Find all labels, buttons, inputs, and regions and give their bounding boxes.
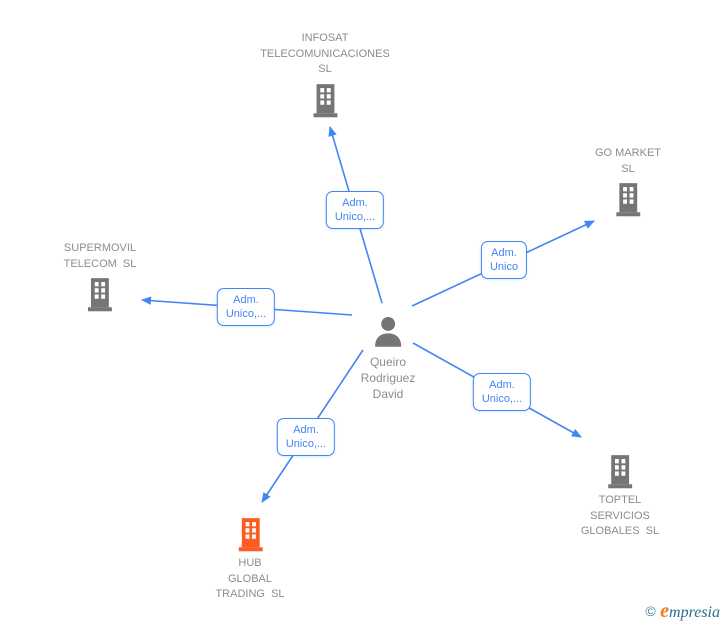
building-icon xyxy=(612,181,644,217)
edge-label-infosat[interactable]: Adm. Unico,... xyxy=(325,191,385,229)
company-name: SUPERMOVIL TELECOM SL xyxy=(64,241,137,272)
edge-label-supermovil[interactable]: Adm. Unico,... xyxy=(216,288,276,326)
edge-label-text: Adm. xyxy=(489,379,515,391)
empresia-logo[interactable]: © empresia xyxy=(645,600,720,623)
node-supermovil[interactable]: SUPERMOVIL TELECOM SL xyxy=(64,241,137,316)
building-icon xyxy=(234,516,266,552)
edge-label-text: Adm. xyxy=(293,424,319,436)
node-infosat[interactable]: INFOSAT TELECOMUNICACIONES SL xyxy=(260,31,390,122)
node-name-line: INFOSAT xyxy=(301,32,349,44)
edge-label-go-market[interactable]: Adm. Unico xyxy=(480,241,528,279)
node-name-line: TELECOM SL xyxy=(63,257,137,270)
edge-label-text: Unico xyxy=(489,261,519,273)
node-go-market[interactable]: GO MARKET SL xyxy=(595,146,661,221)
copyright-icon: © xyxy=(645,603,656,619)
node-name-line: SL xyxy=(318,63,332,75)
edge-label-text: Adm. xyxy=(491,247,517,259)
edge-label-text: Unico,... xyxy=(285,438,327,450)
building-icon xyxy=(604,453,636,489)
edge-label-text: Adm. xyxy=(233,294,259,306)
company-name: TOPTEL SERVICIOS GLOBALES SL xyxy=(581,493,659,540)
node-name-line: TOPTEL xyxy=(598,494,642,506)
edge-label-text: Unico,... xyxy=(225,308,267,320)
node-hub-global[interactable]: HUB GLOBAL TRADING SL xyxy=(215,512,285,603)
node-name-line: Rodriguez xyxy=(360,371,416,385)
edge-label-text: Adm. xyxy=(342,197,368,209)
node-name-line: David xyxy=(372,387,404,401)
edge-label-text: Unico,... xyxy=(481,393,523,405)
node-name-line: TELECOMUNICACIONES xyxy=(260,47,390,60)
edge-label-text: Unico,... xyxy=(334,211,376,223)
node-name-line: Queiro xyxy=(369,355,407,369)
company-name: GO MARKET SL xyxy=(595,146,661,177)
node-name-line: HUB xyxy=(238,557,262,569)
company-name: INFOSAT TELECOMUNICACIONES SL xyxy=(260,31,390,78)
edge-label-toptel[interactable]: Adm. Unico,... xyxy=(472,373,532,411)
building-icon xyxy=(309,82,341,118)
node-name-line: SL xyxy=(621,162,635,175)
building-icon xyxy=(84,276,116,312)
node-name-line: SERVICIOS xyxy=(590,509,650,522)
empresia-logo-e: e xyxy=(660,600,670,622)
company-name: HUB GLOBAL TRADING SL xyxy=(215,556,284,603)
empresia-logo-text: mpresia xyxy=(669,604,720,621)
node-name-line: GLOBALES SL xyxy=(580,525,660,537)
person-icon xyxy=(369,313,406,350)
node-name-line: GO MARKET xyxy=(594,147,662,159)
node-name-line: SUPERMOVIL xyxy=(63,242,137,254)
node-name-line: GLOBAL xyxy=(227,572,273,585)
edge-label-hub-global[interactable]: Adm. Unico,... xyxy=(276,418,336,456)
node-name-line: TRADING SL xyxy=(215,588,285,600)
node-toptel[interactable]: TOPTEL SERVICIOS GLOBALES SL xyxy=(581,449,659,540)
